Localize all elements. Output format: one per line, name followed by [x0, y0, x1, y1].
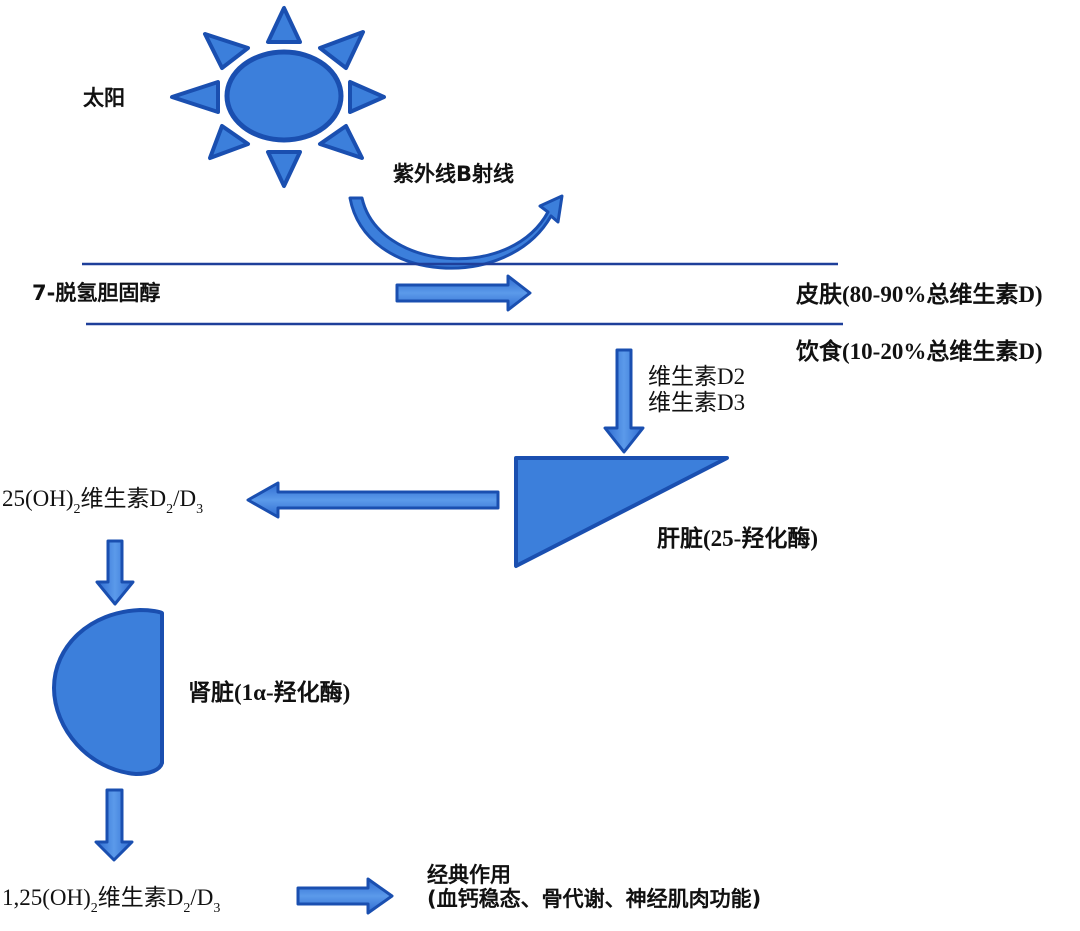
metabolite-125-prefix: 1,25(OH): [2, 885, 91, 910]
liver-label: 肝脏(25-羟化酶): [657, 526, 818, 551]
metabolite-25-label: 25(OH)2维生素D2/D3: [2, 486, 203, 517]
sun-ray-bottom-right: [318, 124, 364, 160]
metabolite-25-d3-sub: 3: [196, 502, 204, 517]
sun-icon: [170, 6, 386, 188]
skin-label: 皮肤(80-90%总维生素D): [796, 282, 1043, 307]
sun-ray-right: [348, 80, 386, 114]
vitamin-d2-label: 维生素D2: [648, 364, 746, 389]
classic-role-block: 经典作用 (血钙稳态、骨代谢、神经肌肉功能): [427, 863, 761, 911]
sun-ray-top-right: [318, 30, 365, 70]
from-kidney-down-arrow: [94, 788, 134, 862]
conversion-right-arrow: [395, 274, 532, 312]
metabolite-125-prefix-sub: 2: [90, 901, 98, 916]
to-kidney-down-arrow: [95, 539, 135, 606]
metabolite-125-d3-sub: 3: [213, 901, 221, 916]
classic-role-right-arrow: [296, 877, 394, 915]
metabolite-25-prefix: 25(OH): [2, 486, 74, 511]
liver-shape: [514, 456, 729, 568]
precursor-label: 7-脱氢胆固醇: [32, 281, 161, 305]
classic-role-title: 经典作用: [427, 863, 511, 887]
liver-left-arrow: [246, 481, 500, 519]
vitamin-d-sources: 维生素D2 维生素D3: [648, 364, 745, 417]
metabolite-125-label: 1,25(OH)2维生素D2/D3: [2, 885, 220, 916]
kidney-label: 肾脏(1α-羟化酶): [188, 680, 351, 705]
kidney-shape: [52, 608, 164, 776]
diet-label: 饮食(10-20%总维生素D): [796, 339, 1043, 364]
sun-disc: [224, 49, 344, 143]
uvb-curved-arrow: [348, 194, 564, 270]
classic-role-detail: (血钙稳态、骨代谢、神经肌肉功能): [427, 887, 762, 912]
metabolite-125-name: 维生素D: [97, 885, 184, 910]
sun-ray-bottom-left: [208, 124, 250, 160]
sun-label: 太阳: [83, 86, 125, 110]
vitamin-d3-label: 维生素D3: [648, 390, 746, 416]
metabolite-125-slash: /D: [190, 885, 214, 910]
metabolite-25-name: 维生素D: [80, 486, 167, 511]
metabolite-125-d2-sub: 2: [183, 901, 191, 916]
sun-ray-top: [266, 6, 302, 44]
sun-ray-bottom: [266, 150, 302, 188]
metabolite-25-d2-sub: 2: [166, 502, 174, 517]
metabolite-25-prefix-sub: 2: [73, 502, 81, 517]
sun-ray-left: [170, 80, 220, 114]
metabolite-25-slash: /D: [173, 486, 197, 511]
uvb-label: 紫外线B射线: [393, 162, 515, 186]
diet-down-arrow: [603, 348, 645, 454]
sun-ray-top-left: [203, 32, 250, 70]
